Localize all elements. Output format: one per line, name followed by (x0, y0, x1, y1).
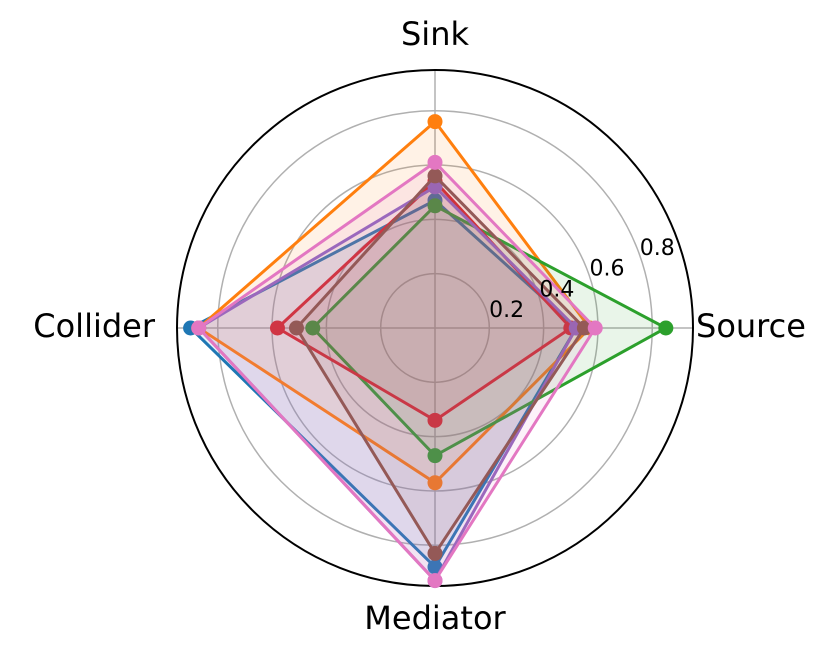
series-6-point-mediator (427, 545, 443, 561)
series-1-point-mediator (427, 559, 443, 575)
series-4-fill (277, 181, 571, 421)
series-7 (191, 154, 603, 589)
series-6-point-sink (427, 168, 443, 184)
series-5-point-sink (427, 179, 443, 195)
series-3-point-mediator (427, 448, 443, 464)
series-3 (305, 198, 674, 464)
radial-tick-label-4: 0.8 (640, 236, 675, 261)
radial-tick-label-3: 0.6 (590, 257, 625, 282)
series-2-point-mediator (427, 475, 443, 491)
series-2-fill (198, 121, 590, 483)
series-3-point-sink (427, 198, 443, 214)
series-4-point-mediator (427, 412, 443, 428)
series-7-point-source (587, 320, 603, 336)
series-4-point-collider (269, 320, 285, 336)
axis-label-source: Source (696, 307, 806, 345)
series-3-point-collider (305, 320, 321, 336)
series-7-fill (198, 162, 596, 581)
series-3-fill (312, 205, 666, 456)
series-1-fill (190, 200, 577, 567)
series-3-point-source (658, 320, 674, 336)
series-6-point-collider (288, 320, 304, 336)
axis-label-sink: Sink (401, 15, 469, 53)
series-7-point-mediator (427, 573, 443, 589)
series-6-fill (296, 175, 585, 554)
series-7-point-sink (427, 154, 443, 170)
series-2-point-sink (427, 114, 443, 130)
axis-label-collider: Collider (33, 307, 156, 345)
radial-tick-labels: 0.2 0.4 0.6 0.8 (489, 236, 675, 323)
radial-tick-label-1: 0.2 (489, 298, 524, 323)
series-layer (183, 114, 674, 589)
series-6-point-source (576, 320, 592, 336)
axis-label-mediator: Mediator (364, 599, 506, 637)
series-7-point-collider (191, 320, 207, 336)
radial-tick-label-2: 0.4 (539, 277, 574, 302)
series-6 (288, 168, 592, 561)
